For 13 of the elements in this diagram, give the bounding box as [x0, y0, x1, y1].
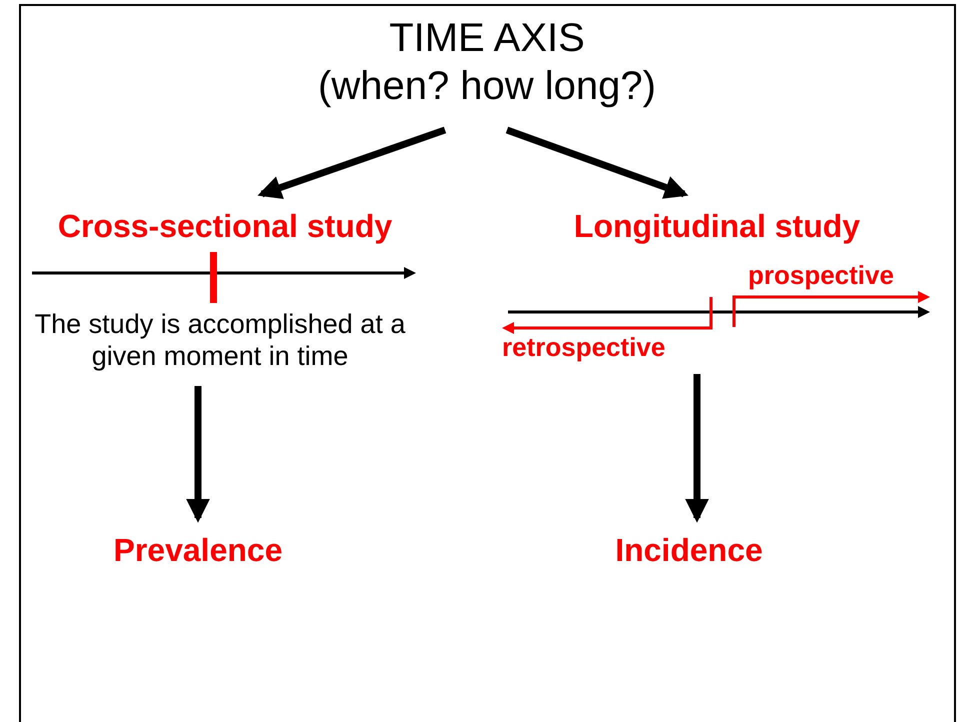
arrow: [685, 374, 709, 523]
result-label: Incidence: [614, 531, 764, 570]
arrow: [258, 126, 446, 199]
title-text: (when? how long?): [317, 63, 657, 110]
arrow: [186, 386, 210, 523]
study-heading: Longitudinal study: [572, 207, 862, 246]
timeline-label: retrospective: [502, 332, 666, 362]
arrow: [506, 126, 688, 199]
result-label: Prevalence: [112, 531, 284, 570]
study-heading: Cross-sectional study: [56, 207, 394, 246]
timeline-label: prospective: [748, 260, 894, 290]
description-text: The study is accomplished at a given moment in time: [34, 308, 406, 372]
title-text: TIME AXIS: [388, 15, 586, 62]
